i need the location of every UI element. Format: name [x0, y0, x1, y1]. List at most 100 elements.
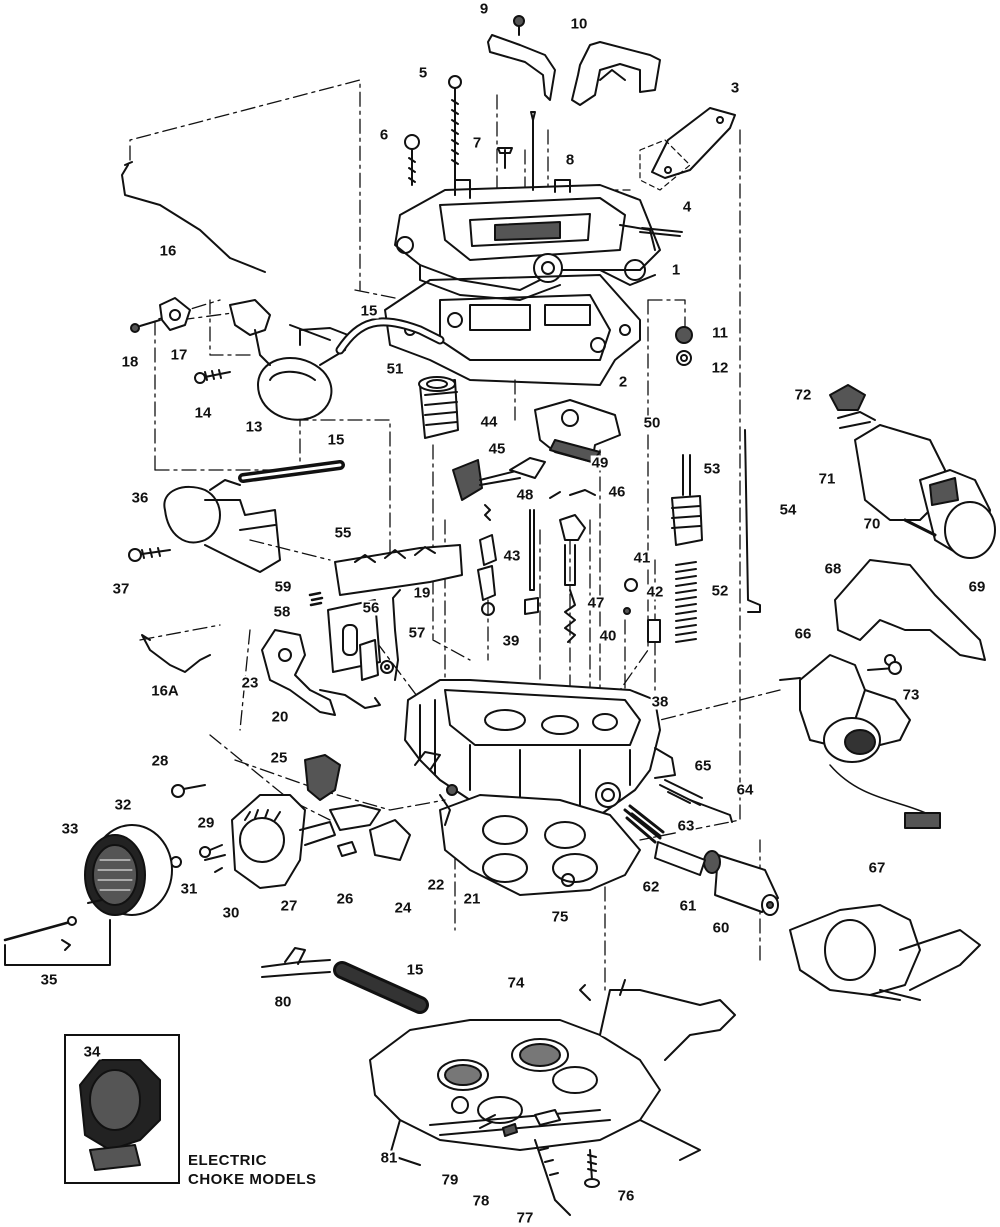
callout-label-52: 52 — [710, 582, 730, 600]
callout-label-46: 46 — [607, 483, 627, 501]
callout-label-23: 23 — [240, 674, 260, 692]
air-horn-assembly — [394, 179, 661, 301]
callout-label-59: 59 — [273, 578, 293, 596]
callout-label-38: 38 — [650, 693, 670, 711]
callout-label-72: 72 — [793, 386, 813, 404]
callout-label-64: 64 — [735, 781, 755, 799]
assembly-dash-lines — [129, 79, 781, 991]
callout-label-50: 50 — [642, 414, 662, 432]
callout-label-63: 63 — [676, 817, 696, 835]
callout-label-74: 74 — [506, 974, 526, 992]
pump-parts-44-45 — [452, 457, 546, 501]
caption-line-1: ELECTRIC — [188, 1152, 267, 1169]
callout-label-42: 42 — [645, 583, 665, 601]
callout-label-30: 30 — [221, 904, 241, 922]
callout-label-33: 33 — [60, 820, 80, 838]
callout-label-24: 24 — [393, 899, 413, 917]
callout-label-51: 51 — [385, 360, 405, 378]
float-bowl-38 — [404, 679, 676, 821]
callout-label-22: 22 — [426, 876, 446, 894]
callout-label-7: 7 — [471, 134, 483, 152]
callout-label-75: 75 — [550, 908, 570, 926]
callout-label-34: 34 — [82, 1043, 102, 1061]
caption-line-2: CHOKE MODELS — [188, 1171, 317, 1188]
callout-label-16: 16 — [158, 242, 178, 260]
idle-stop-solenoid-69-72 — [829, 384, 996, 559]
callout-label-15-mid: 15 — [326, 431, 346, 449]
callout-label-55: 55 — [333, 524, 353, 542]
callout-label-48: 48 — [515, 486, 535, 504]
callout-label-6: 6 — [378, 126, 390, 144]
callout-label-80: 80 — [273, 993, 293, 1011]
callout-label-13: 13 — [244, 418, 264, 436]
retainer-washer — [675, 326, 693, 366]
callout-label-81: 81 — [379, 1149, 399, 1167]
callout-label-25: 25 — [269, 749, 289, 767]
choke-cover-34 — [79, 1059, 161, 1171]
callout-label-57: 57 — [407, 624, 427, 642]
fast-idle-rod-16 — [121, 161, 266, 273]
fuel-filter-51 — [418, 376, 459, 439]
callout-label-39: 39 — [501, 632, 521, 650]
callout-label-73: 73 — [901, 686, 921, 704]
choke-housing-area — [170, 751, 458, 889]
electric-choke-inset-box — [64, 1034, 180, 1184]
callout-label-43: 43 — [502, 547, 522, 565]
callout-label-3: 3 — [729, 79, 741, 97]
callout-label-61: 61 — [678, 897, 698, 915]
callout-label-35: 35 — [39, 971, 59, 989]
power-piston-53-spring-52 — [671, 454, 703, 643]
rod-16A — [141, 634, 211, 673]
throttle-body-gasket-75 — [439, 794, 641, 896]
callout-label-32: 32 — [113, 796, 133, 814]
callout-label-71: 71 — [817, 470, 837, 488]
callout-label-12: 12 — [710, 359, 730, 377]
solenoid-67 — [789, 904, 981, 1001]
callout-label-19: 19 — [412, 584, 432, 602]
callout-label-76: 76 — [616, 1187, 636, 1205]
callout-label-53: 53 — [702, 460, 722, 478]
callout-label-17: 17 — [169, 346, 189, 364]
callout-label-54: 54 — [778, 501, 798, 519]
callout-label-31: 31 — [179, 880, 199, 898]
callout-label-10: 10 — [569, 15, 589, 33]
callout-label-58: 58 — [272, 603, 292, 621]
callout-label-18: 18 — [120, 353, 140, 371]
callout-label-62: 62 — [641, 878, 661, 896]
screw-37 — [134, 547, 171, 559]
callout-label-36: 36 — [130, 489, 150, 507]
callout-label-2: 2 — [617, 373, 629, 391]
callout-label-8: 8 — [564, 151, 576, 169]
pump-rod-54 — [744, 429, 761, 613]
bracket-23 — [261, 629, 336, 716]
vacuum-break-36 — [163, 479, 281, 573]
callout-label-56: 56 — [361, 599, 381, 617]
callout-label-15-top: 15 — [359, 302, 379, 320]
callout-label-70: 70 — [862, 515, 882, 533]
callout-label-41: 41 — [632, 549, 652, 567]
metering-block-50 — [534, 399, 621, 463]
bracket-68 — [834, 559, 986, 661]
callout-label-37: 37 — [111, 580, 131, 598]
plates-58-56-57-59 — [308, 591, 394, 681]
screws-top — [404, 75, 536, 196]
vacuum-break-13 — [229, 299, 349, 421]
callout-label-29: 29 — [196, 814, 216, 832]
callout-label-5: 5 — [417, 64, 429, 82]
screw-14 — [199, 369, 231, 381]
small-parts-43-49 — [477, 489, 661, 643]
pull-off-66 — [779, 654, 941, 829]
choke-lever-17 — [130, 297, 191, 333]
callout-label-78: 78 — [471, 1192, 491, 1210]
choke-lever-parts — [487, 15, 661, 106]
roll-pin — [639, 227, 683, 237]
callout-label-44: 44 — [479, 413, 499, 431]
callout-label-9: 9 — [478, 0, 490, 18]
callout-label-79: 79 — [440, 1171, 460, 1189]
callout-label-45: 45 — [487, 440, 507, 458]
callout-label-16A: 16A — [150, 682, 180, 700]
fuel-inlet-60-65 — [623, 779, 779, 916]
idle-screws-76-79 — [479, 1114, 600, 1216]
